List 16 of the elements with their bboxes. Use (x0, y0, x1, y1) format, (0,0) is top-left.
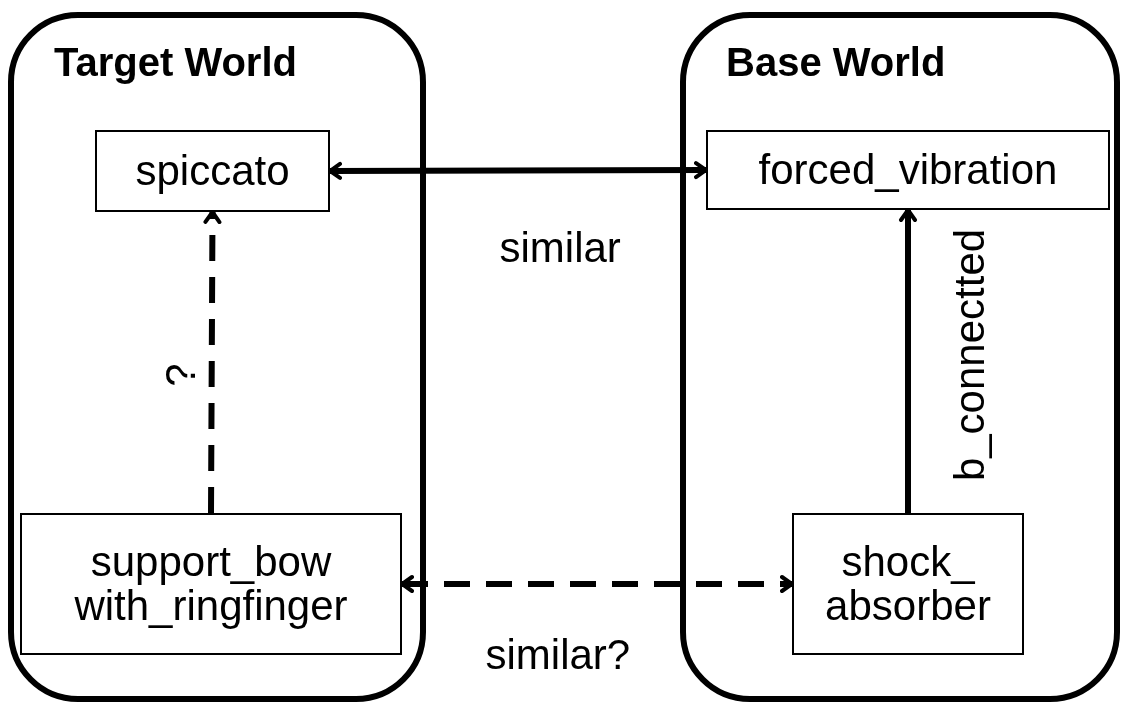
concept-label: shock_ absorber (824, 539, 992, 629)
concept-box (792, 513, 1024, 655)
rounded-group-box (680, 12, 1120, 702)
concept-label: forced_vibration (758, 147, 1058, 193)
concept-box (20, 513, 402, 655)
arrow (328, 161, 708, 180)
rounded-group-box (8, 12, 426, 702)
concept-label: support_bow with_ringfinger (73, 539, 349, 629)
concept-box (706, 130, 1110, 210)
concept-box (95, 130, 330, 212)
group-heading: Target World (54, 40, 297, 85)
arrow (203, 210, 222, 513)
concept-label: spiccato (135, 148, 290, 194)
arrow (400, 575, 794, 593)
group-heading: Base World (726, 40, 946, 85)
arrow (899, 208, 917, 513)
